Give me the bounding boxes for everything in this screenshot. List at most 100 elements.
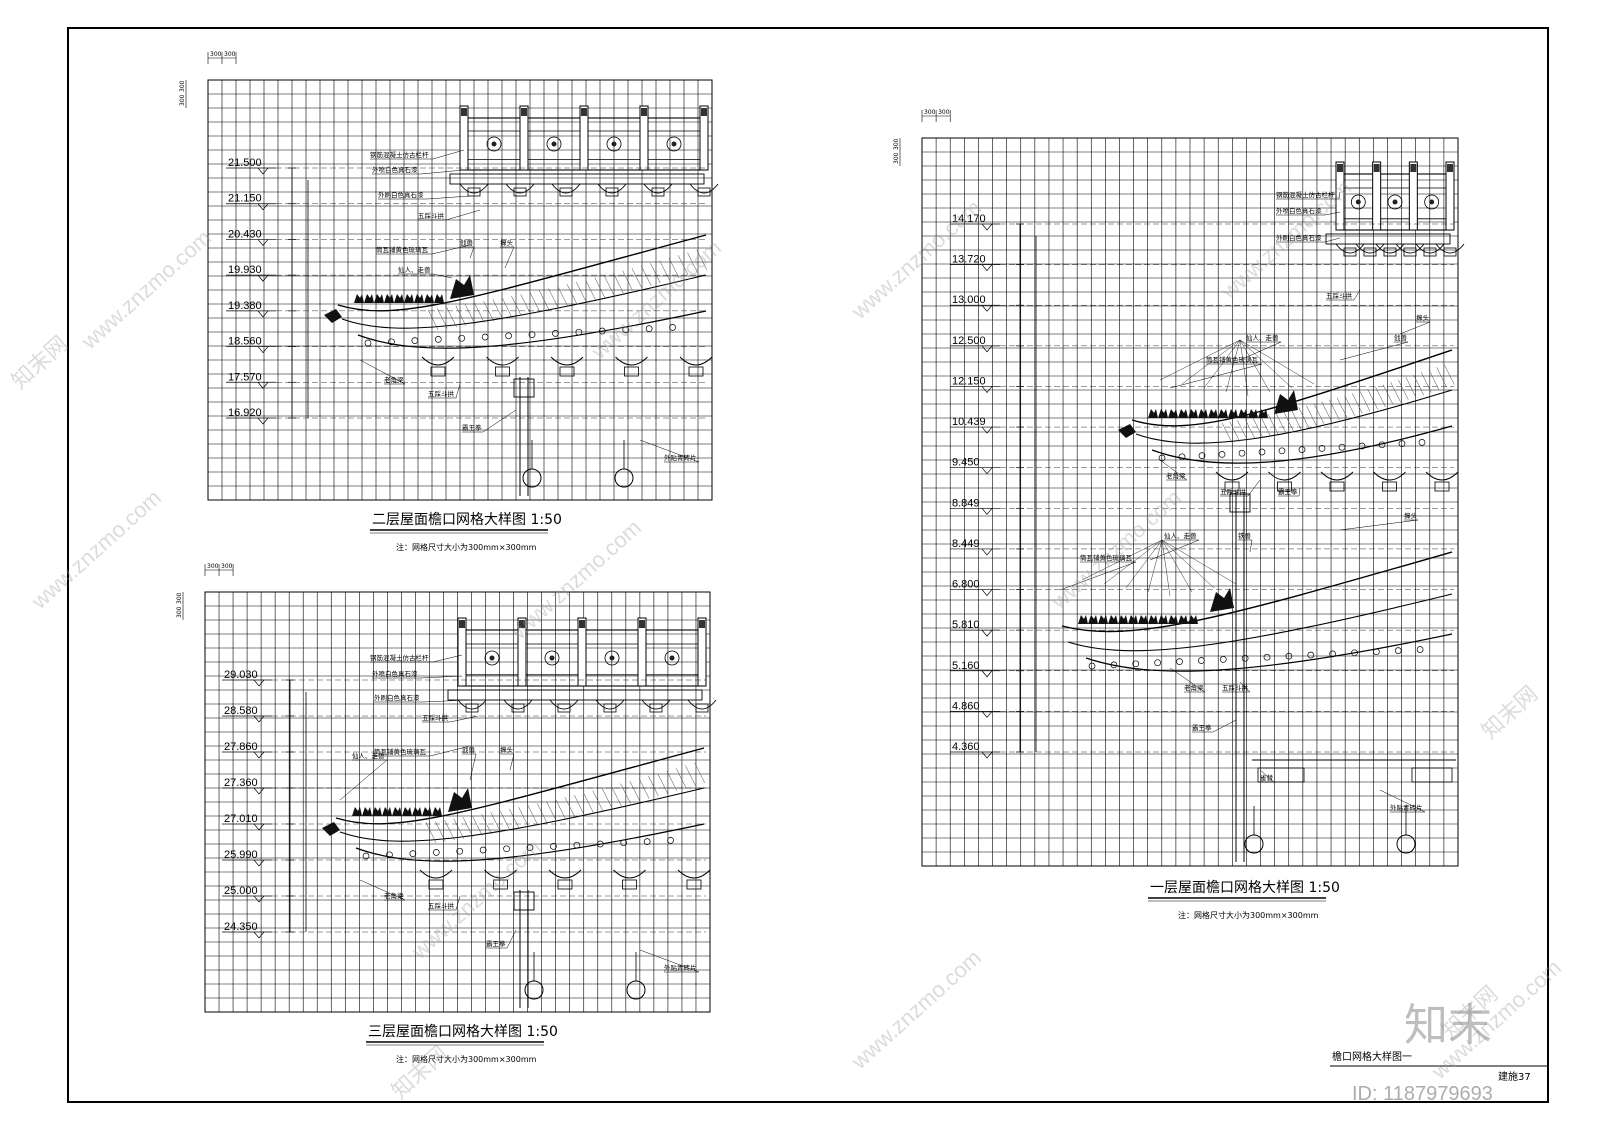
callout-label: 戗兽 [462, 745, 476, 754]
callout-label: 筒瓦铺黄色琉璃瓦 [374, 747, 427, 756]
elevation-label: 19.380 [228, 300, 262, 312]
callout-label: 雀替 [1260, 773, 1274, 782]
callout-label: 外刷白色真石漆 [1276, 233, 1322, 242]
sheet-name: 檐口网格大样图一 [1332, 1050, 1412, 1063]
second-floor-title: 二层屋面檐口网格大样图 1:50 [372, 512, 562, 528]
callout-label: 筒瓦铺黄色琉璃瓦 [1206, 355, 1259, 364]
callout-label: 撺头 [1416, 313, 1430, 322]
callout-label: 铁兽 [1238, 531, 1252, 540]
svg-text:知末网: 知末网 [1477, 681, 1543, 744]
elevation-label: 8.449 [952, 538, 980, 550]
top-dimension: 300 [207, 563, 219, 570]
callout-label: 五踩斗拱 [418, 211, 445, 220]
svg-text:www.znzmo.com: www.znzmo.com [76, 225, 216, 355]
elevation-label: 8.849 [952, 497, 980, 509]
elevation-label: 21.500 [228, 157, 262, 169]
callout-label: 仙人、走兽 [1164, 531, 1197, 540]
elevation-label: 4.360 [952, 741, 980, 753]
callout-label: 戗兽 [460, 238, 474, 247]
callout-label: 五踩斗拱 [1220, 487, 1247, 496]
top-dimension: 300 [221, 563, 233, 570]
third-floor-note: 注：网格尺寸大小为300mm×300mm [396, 1054, 537, 1064]
callout-label: 老角梁 [1166, 471, 1186, 480]
callout-label: 五踩斗拱 [1326, 291, 1353, 300]
callout-label: 戗兽 [1394, 333, 1408, 342]
elevation-label: 12.150 [952, 375, 986, 387]
callout-label: 五踩斗拱 [1222, 683, 1249, 692]
callout-label: 钢筋混凝土仿古栏杆 [1276, 190, 1335, 199]
svg-text:www.znzmo.com: www.znzmo.com [506, 515, 646, 645]
elevation-label: 17.570 [228, 371, 262, 383]
svg-text:知末网: 知末网 [387, 1041, 453, 1104]
elevation-label: 29.030 [224, 669, 258, 681]
elevation-label: 4.860 [952, 700, 980, 712]
elevation-label: 5.810 [952, 619, 980, 631]
first-floor-note: 注：网格尺寸大小为300mm×300mm [1178, 910, 1319, 920]
elevation-label: 25.990 [224, 849, 258, 861]
side-dimension: 300 [893, 152, 900, 164]
svg-text:www.znzmo.com: www.znzmo.com [406, 835, 546, 965]
callout-label: 仙人、走兽 [1246, 333, 1279, 342]
top-dimension: 300 [924, 109, 936, 116]
callout-label: 五踩斗拱 [428, 901, 455, 910]
callout-label: 仙人、走兽 [398, 265, 431, 274]
callout-label: 霸王拳 [1192, 723, 1212, 732]
elevation-label: 20.430 [228, 228, 262, 240]
elevation-label: 18.560 [228, 336, 262, 348]
second-floor-note: 注：网格尺寸大小为300mm×300mm [396, 542, 537, 552]
elevation-label: 16.920 [228, 407, 262, 419]
callout-label: 霸王拳 [462, 423, 482, 432]
third-floor-title: 三层屋面檐口网格大样图 1:50 [368, 1024, 558, 1040]
svg-text:www.znzmo.com: www.znzmo.com [26, 485, 166, 615]
callout-label: 钢筋混凝土仿古栏杆 [370, 653, 429, 662]
first-floor-title: 一层屋面檐口网格大样图 1:50 [1150, 880, 1340, 896]
callout-label: 老角梁 [1184, 683, 1204, 692]
callout-label: 仙人、走兽 [352, 751, 385, 760]
elevation-label: 27.010 [224, 813, 258, 825]
elevation-label: 9.450 [952, 457, 980, 469]
watermark-layer: www.znzmo.com 知末网 www.znzmo.com www.znzm… [7, 175, 1566, 1104]
callout-label: 筒瓦铺黄色琉璃瓦 [1080, 553, 1133, 562]
callout-label: 钢筋混凝土仿古栏杆 [370, 150, 429, 159]
elevation-label: 13.720 [952, 254, 986, 266]
sheet-number: 建施37 [1498, 1070, 1531, 1083]
callout-label: 外贴青砖片 [664, 963, 697, 972]
side-dimension: 300 [179, 80, 186, 92]
callout-label: 霸王拳 [1278, 487, 1298, 496]
side-dimension: 300 [176, 592, 183, 604]
callout-label: 霸王拳 [486, 939, 506, 948]
elevation-label: 10.439 [952, 416, 986, 428]
elevation-label: 27.860 [224, 741, 258, 753]
side-dimension: 300 [893, 138, 900, 150]
callout-label: 撺头 [500, 238, 514, 247]
callout-label: 五踩斗拱 [422, 713, 449, 722]
top-dimension: 300 [224, 51, 236, 58]
callout-label: 外刷白色真石漆 [374, 693, 420, 702]
svg-text:知末网: 知末网 [7, 331, 73, 394]
callout-label: 外贴青砖片 [1390, 803, 1423, 812]
elevation-label: 27.360 [224, 777, 258, 789]
elevation-label: 28.580 [224, 705, 258, 717]
callout-label: 老角梁 [384, 375, 404, 384]
elevation-label: 6.800 [952, 579, 980, 591]
svg-text:www.znzmo.com: www.znzmo.com [1046, 485, 1186, 615]
callout-label: 撺头 [1404, 511, 1418, 520]
watermark-logo: 知末 [1404, 1000, 1492, 1051]
callout-label: 撺头 [500, 745, 514, 754]
callout-label: 外喷白色真石漆 [1276, 206, 1322, 215]
elevation-label: 14.170 [952, 213, 986, 225]
watermark-id: ID: 1187979693 [1352, 1083, 1493, 1105]
sheet-border [67, 27, 1549, 1103]
callout-label: 筒瓦铺黄色琉璃瓦 [376, 245, 429, 254]
elevation-label: 5.160 [952, 660, 980, 672]
elevation-label: 25.000 [224, 885, 258, 897]
side-dimension: 300 [176, 606, 183, 618]
svg-text:www.znzmo.com: www.znzmo.com [846, 945, 986, 1075]
top-dimension: 300 [938, 109, 950, 116]
callout-label: 外贴青砖片 [664, 453, 697, 462]
elevation-label: 24.350 [224, 921, 258, 933]
